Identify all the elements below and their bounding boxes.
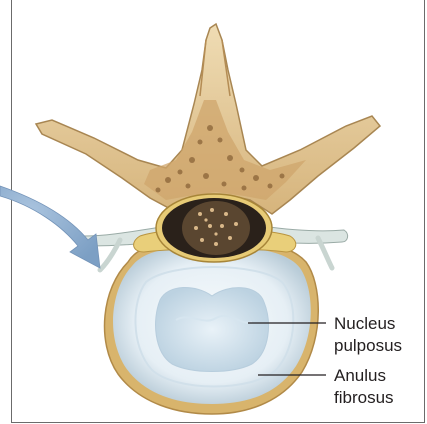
anulus-label-line-2: fibrosus bbox=[334, 387, 394, 409]
anulus-label-line-1: Anulus bbox=[334, 365, 394, 387]
spinal-cord bbox=[156, 194, 272, 262]
nucleus-pulposus-label: Nucleus pulposus bbox=[334, 313, 402, 357]
vertebral-arch bbox=[36, 24, 380, 214]
nucleus-label-line-2: pulposus bbox=[334, 335, 402, 357]
anulus-fibrosus-label: Anulus fibrosus bbox=[334, 365, 394, 409]
nucleus-label-line-1: Nucleus bbox=[334, 313, 402, 335]
nucleus-pulposus bbox=[156, 287, 269, 371]
pointer-arrow bbox=[0, 186, 100, 268]
